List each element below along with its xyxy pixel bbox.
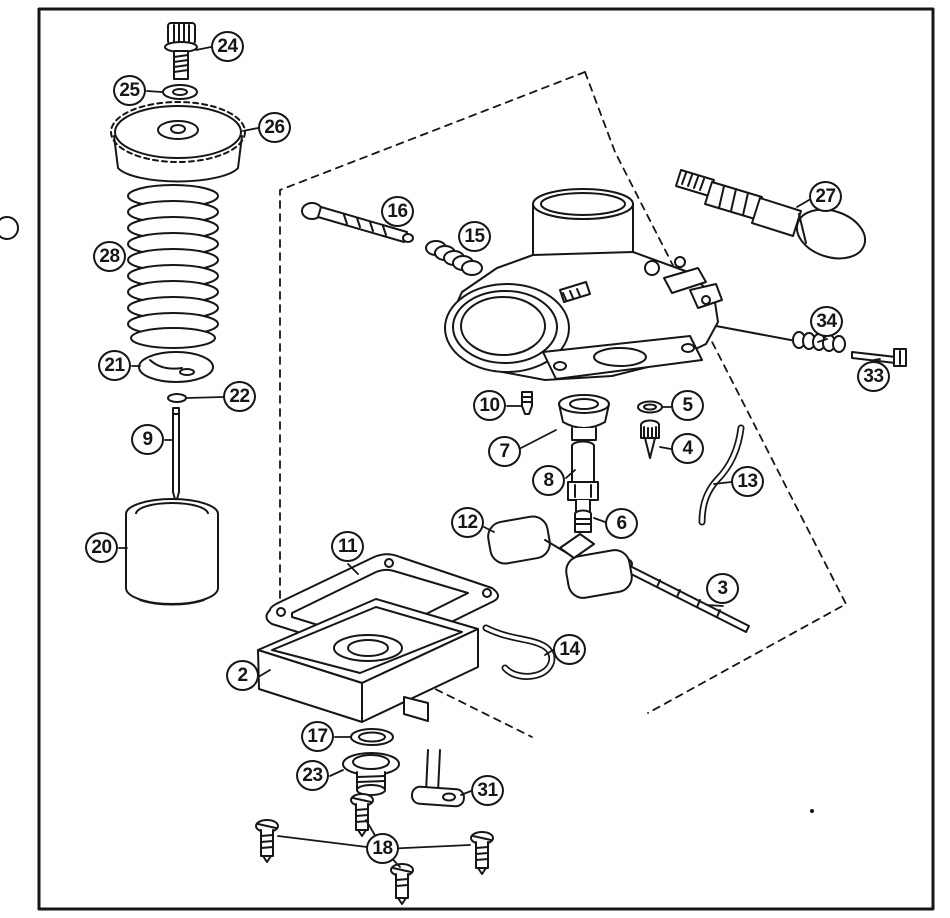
callout-9: 9 bbox=[131, 424, 164, 455]
callout-28: 28 bbox=[93, 241, 126, 272]
callout-12: 12 bbox=[451, 507, 484, 538]
callout-25: 25 bbox=[113, 75, 146, 106]
callout-27: 27 bbox=[809, 181, 842, 212]
callout-11: 11 bbox=[331, 531, 364, 562]
part-float-bowl-2 bbox=[257, 598, 479, 723]
part-cap-26 bbox=[110, 101, 246, 183]
part-vent-tube-13 bbox=[698, 424, 745, 526]
callout-16: 16 bbox=[381, 196, 414, 227]
part-needle-jet-8 bbox=[567, 440, 599, 513]
callout-10: 10 bbox=[473, 390, 506, 421]
part-plate-21 bbox=[138, 351, 214, 383]
part-screw-24 bbox=[164, 22, 198, 80]
part-throttle-slide-20 bbox=[125, 498, 219, 606]
callout-24: 24 bbox=[211, 31, 244, 62]
part-drain-plug-23 bbox=[342, 752, 400, 796]
part-screw-16 bbox=[301, 202, 414, 243]
part-screw-33 bbox=[851, 348, 907, 367]
screw-18-a bbox=[255, 819, 279, 863]
part-spring-28 bbox=[127, 184, 219, 349]
screw-18-d bbox=[390, 863, 414, 905]
screw-18-c bbox=[470, 831, 494, 875]
callout-18: 18 bbox=[366, 833, 399, 864]
callout-34: 34 bbox=[810, 306, 843, 337]
callout-6: 6 bbox=[605, 508, 638, 539]
callout-13: 13 bbox=[731, 466, 764, 497]
page-border bbox=[37, 7, 935, 911]
binder-hole bbox=[0, 216, 19, 240]
part-needle-9 bbox=[172, 407, 180, 504]
callout-17: 17 bbox=[301, 721, 334, 752]
part-oring-17 bbox=[350, 728, 394, 746]
callout-14: 14 bbox=[553, 634, 586, 665]
callout-4: 4 bbox=[671, 433, 704, 464]
part-jet-holder-7 bbox=[558, 394, 610, 441]
callout-5: 5 bbox=[671, 390, 704, 421]
callout-20: 20 bbox=[85, 532, 118, 563]
callout-33: 33 bbox=[857, 361, 890, 392]
callout-3: 3 bbox=[706, 573, 739, 604]
callout-2: 2 bbox=[226, 660, 259, 691]
callout-26: 26 bbox=[258, 112, 291, 143]
callout-23: 23 bbox=[296, 760, 329, 791]
part-nut-25 bbox=[162, 84, 198, 100]
part-screw-4 bbox=[640, 419, 660, 459]
callout-22: 22 bbox=[223, 381, 256, 412]
callout-7: 7 bbox=[488, 436, 521, 467]
leader-lines bbox=[118, 46, 881, 868]
callout-8: 8 bbox=[532, 465, 565, 496]
part-hose-14 bbox=[482, 624, 556, 680]
callout-15: 15 bbox=[458, 221, 491, 252]
callout-21: 21 bbox=[98, 350, 131, 381]
part-jet-10 bbox=[521, 391, 533, 415]
part-spring-34 bbox=[792, 331, 846, 353]
part-bracket-31 bbox=[410, 749, 465, 808]
screw-18-b bbox=[350, 793, 374, 837]
part-oring-5 bbox=[637, 400, 663, 414]
callout-31: 31 bbox=[471, 775, 504, 806]
part-clip-22 bbox=[167, 393, 187, 403]
part-carburetor-body bbox=[444, 188, 723, 381]
part-float-12 bbox=[487, 515, 633, 599]
part-spring-15 bbox=[425, 240, 483, 276]
part-choke-cable-27 bbox=[675, 169, 867, 260]
part-jet-6 bbox=[574, 509, 592, 533]
